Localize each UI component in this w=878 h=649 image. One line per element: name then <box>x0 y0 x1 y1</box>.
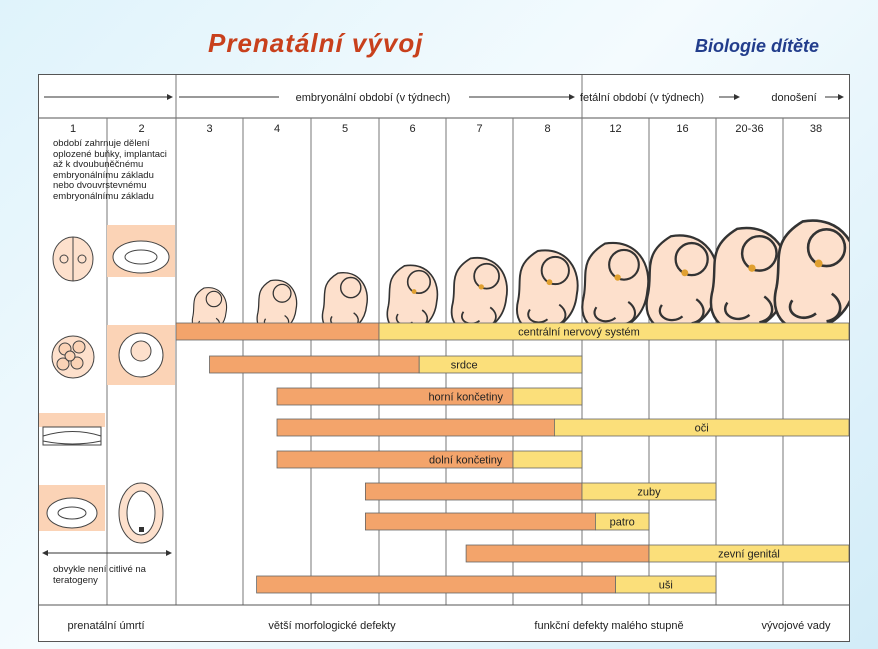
organ-label: zevní genitál <box>718 549 780 561</box>
organ-bars: centrální nervový systém srdce horní konče… <box>176 323 849 593</box>
week-label: 1 <box>70 123 76 135</box>
implantation-illustration-2 <box>107 225 175 277</box>
slide-title: Prenatální vývoj <box>208 28 423 59</box>
embryo-icon <box>387 265 437 332</box>
embryo-icon <box>711 228 788 330</box>
organ-label: patro <box>610 517 635 529</box>
slide-subtitle: Biologie dítěte <box>695 36 819 57</box>
week-label: 3 <box>206 123 212 135</box>
organ-bar-sensitive <box>365 513 595 530</box>
organ-bar: centrální nervový systém <box>176 323 849 340</box>
organ-bar: horní končetiny <box>277 388 582 405</box>
organ-bar-sensitive <box>466 545 649 562</box>
week-label: 2 <box>138 123 144 135</box>
term-label: donošení <box>771 92 816 104</box>
footer-developmental-defects: vývojové vady <box>761 620 831 632</box>
implantation-illustration-1 <box>39 485 105 531</box>
week-label: 6 <box>409 123 415 135</box>
embryonic-period-label: embryonální období (v týdnech) <box>296 92 451 104</box>
week-label: 7 <box>476 123 482 135</box>
organ-bar: dolní končetiny <box>277 451 582 468</box>
prenatal-development-chart: embryonální období (v týdnech) fetální o… <box>38 74 850 642</box>
organ-label: srdce <box>451 360 478 372</box>
footer-functional-defects: funkční defekty malého stupně <box>534 620 683 632</box>
organ-bar: oči <box>277 419 849 436</box>
week-label: 5 <box>342 123 348 135</box>
embryo-icon <box>517 250 578 331</box>
week-label: 8 <box>544 123 550 135</box>
organ-bar: patro <box>365 513 649 530</box>
organ-bar-less-sensitive <box>513 451 582 468</box>
organ-label: uši <box>659 580 673 592</box>
bilaminar-disc-illustration <box>39 413 105 445</box>
insensitive-note: obvykle není citlivé na teratogeny <box>53 565 163 586</box>
week-label: 38 <box>810 123 822 135</box>
morula-illustration <box>52 336 94 378</box>
organ-label: dolní končetiny <box>429 455 503 467</box>
organ-label: zuby <box>637 487 661 499</box>
early-period-note: období zahrnuje dělení oplozené buňky, i… <box>53 139 173 202</box>
organ-bar-sensitive <box>257 576 616 593</box>
organ-bar-sensitive <box>277 419 554 436</box>
organ-label: horní končetiny <box>428 392 503 404</box>
organ-bar: zuby <box>365 483 716 500</box>
footer-major-defects: větší morfologické defekty <box>268 620 396 632</box>
organ-bar: uši <box>257 576 716 593</box>
week-label: 20-36 <box>735 123 763 135</box>
embryo-icon <box>775 221 849 330</box>
organ-bar-less-sensitive <box>513 388 582 405</box>
organ-label: centrální nervový systém <box>518 327 640 339</box>
organ-bar-sensitive <box>365 483 582 500</box>
embryo-icon <box>452 258 507 332</box>
organ-label: oči <box>695 423 709 435</box>
organ-bar-less-sensitive <box>419 356 582 373</box>
organ-bar-sensitive <box>176 323 379 340</box>
embryo-icon <box>647 235 718 330</box>
embryo-icon <box>582 243 648 331</box>
week-label: 12 <box>609 123 621 135</box>
embryo-sac-illustration <box>119 483 163 543</box>
organ-bar: zevní genitál <box>466 545 849 562</box>
week-label: 16 <box>676 123 688 135</box>
fetal-period-label: fetální období (v týdnech) <box>580 92 704 104</box>
organ-bar-sensitive <box>210 356 420 373</box>
embryo-illustrations <box>192 221 849 334</box>
organ-bar: srdce <box>210 356 583 373</box>
zygote-illustration <box>53 237 93 281</box>
blastocyst-illustration <box>107 325 175 385</box>
week-label: 4 <box>274 123 280 135</box>
footer-prenatal-death: prenatální úmrtí <box>67 620 144 632</box>
